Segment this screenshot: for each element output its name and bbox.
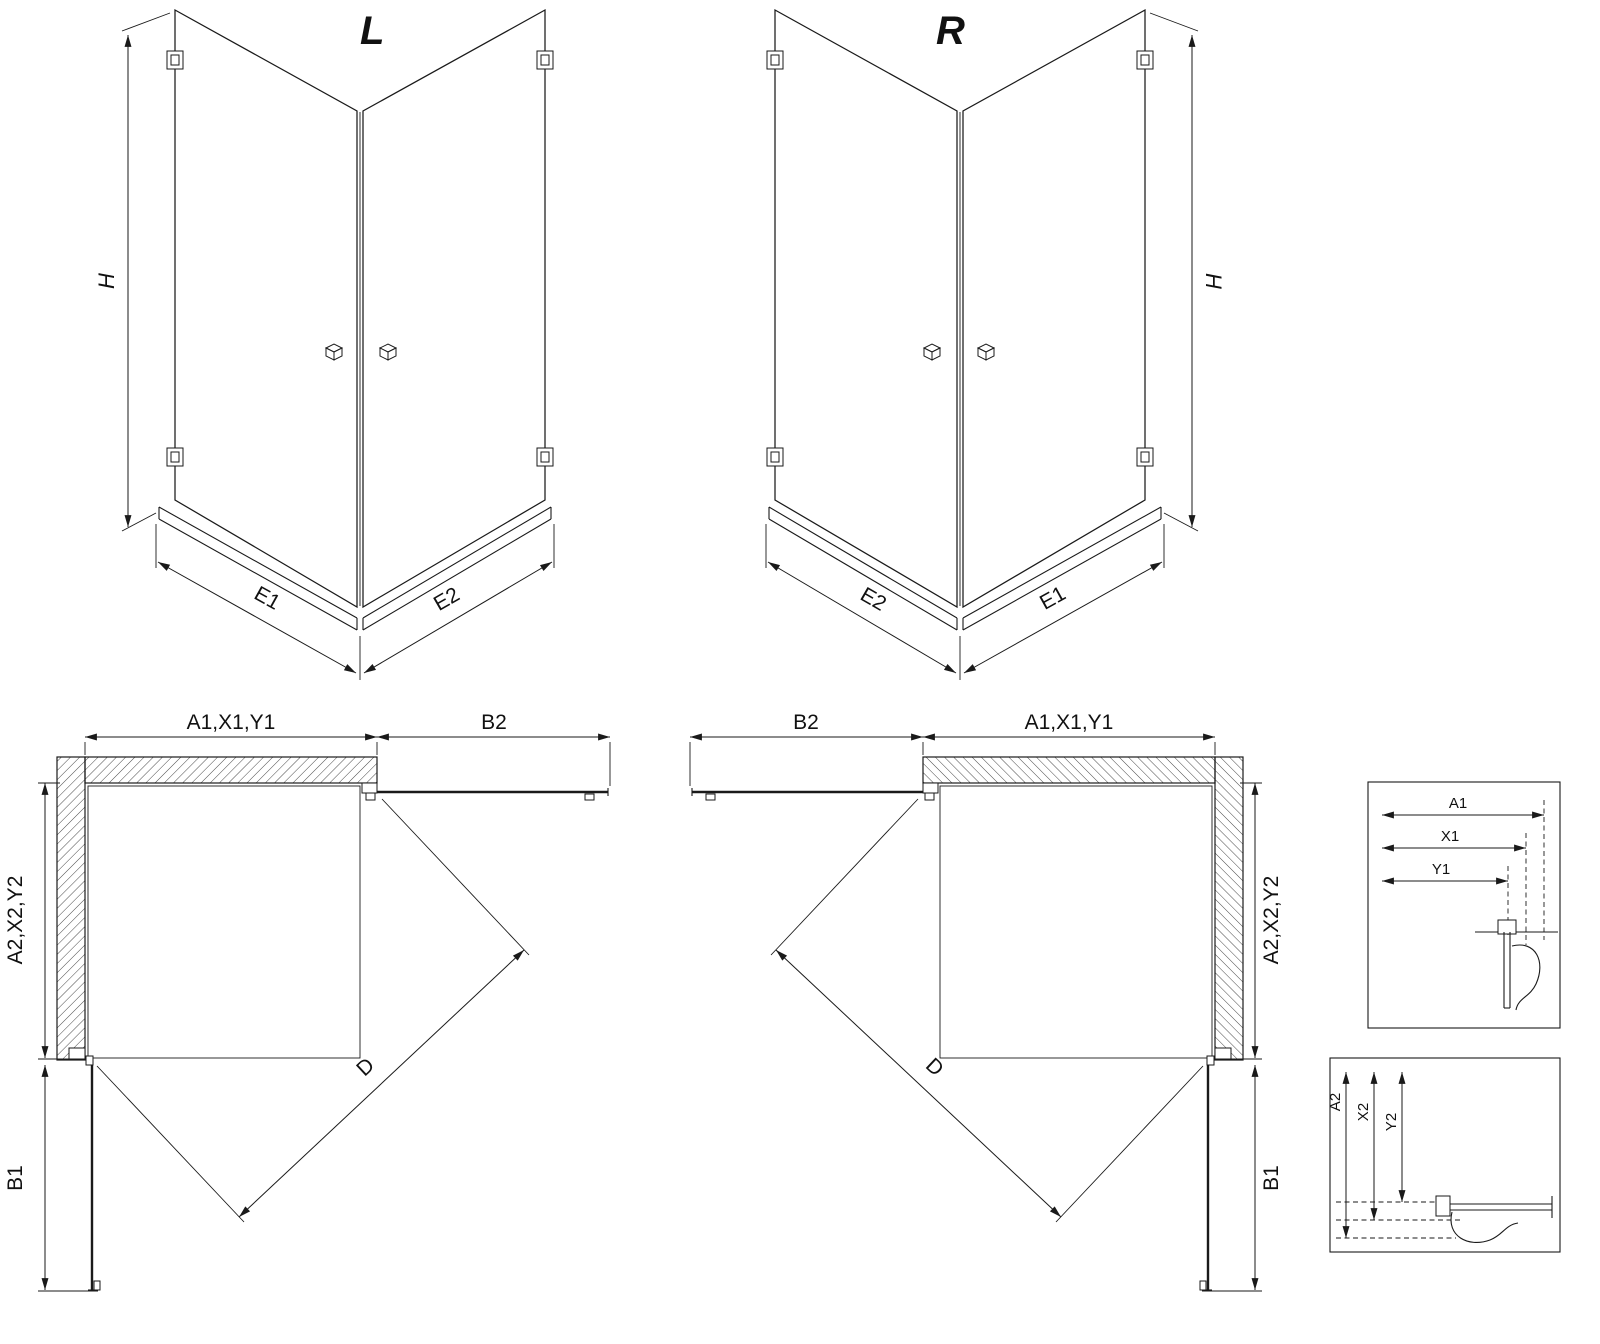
dim-label-a2-plan-right: A2,X2,Y2 [1260, 876, 1283, 965]
dim-label-e1-left: E1 [250, 582, 284, 615]
wall-profile-section [1475, 919, 1558, 1011]
detail-box-top: A1 X1 Y1 [1367, 781, 1561, 1029]
view-label-r: R [936, 9, 965, 53]
dim-label-a1-plan-left: A1,X1,Y1 [187, 711, 276, 734]
iso-view-right [766, 10, 1198, 680]
dim-label-a1-plan-right: A1,X1,Y1 [1025, 711, 1114, 734]
detail-dim-label-a2: A2 [1327, 1093, 1344, 1111]
view-label-l: L [360, 9, 384, 53]
dim-label-b2-plan-right: B2 [793, 711, 819, 734]
plan-view-right [690, 737, 1262, 1291]
detail-dim-label-y2: Y2 [1383, 1113, 1400, 1131]
dim-label-h-right: H [1201, 273, 1226, 289]
detail-dim-label-x2: X2 [1355, 1103, 1372, 1121]
detail-dim-label-a1: A1 [1449, 795, 1467, 812]
dim-label-h-left: H [94, 273, 119, 289]
dim-label-b1-plan-left: B1 [4, 1165, 27, 1191]
iso-view-left [122, 10, 554, 680]
detail-box-bottom: A2 X2 Y2 [1327, 1057, 1561, 1253]
detail-dim-label-x1: X1 [1441, 828, 1459, 845]
dim-label-e1-right: E1 [1036, 582, 1070, 615]
dim-label-a2-plan-left: A2,X2,Y2 [4, 876, 27, 965]
dim-label-b1-plan-right: B1 [1260, 1165, 1283, 1191]
detail-dim-label-y1: Y1 [1432, 861, 1450, 878]
plan-view-left [38, 737, 610, 1291]
dim-label-b2-plan-left: B2 [481, 711, 507, 734]
wall-profile-section [1435, 1195, 1553, 1244]
